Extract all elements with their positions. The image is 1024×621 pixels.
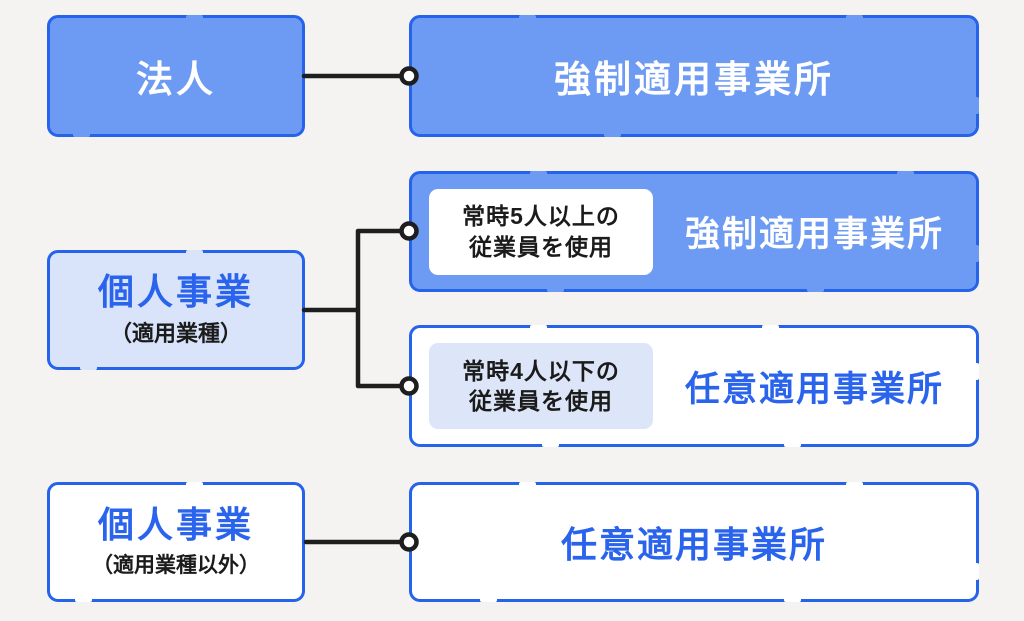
border-notch [974, 562, 979, 580]
border-notch [547, 287, 565, 292]
border-notch [846, 15, 864, 20]
border-notch [784, 597, 802, 602]
node-voluntary-mid-label: 任意適用事業所 [684, 369, 944, 409]
border-notch [80, 365, 98, 370]
condition-line: 従業員を使用 [469, 388, 613, 414]
node-sole-prop-covered: 個人事業 （適用業種） [47, 250, 305, 370]
border-notch [897, 171, 915, 176]
border-notch [806, 287, 824, 292]
border-notch [530, 325, 548, 330]
border-notch [846, 482, 864, 487]
border-notch [974, 96, 979, 114]
node-sole-prop-other-title: 個人事業 [97, 504, 254, 546]
condition-line: 従業員を使用 [469, 233, 613, 260]
condition-box-5-or-more: 常時5人以上の 従業員を使用 [429, 188, 653, 275]
node-mandatory-mid-label: 強制適用事業所 [684, 215, 944, 254]
edge-soleprop-branch [301, 228, 406, 389]
node-sole-prop-covered-subtitle: （適用業種） [109, 320, 242, 346]
border-notch [72, 132, 90, 137]
border-notch [761, 325, 779, 330]
border-notch [186, 15, 204, 20]
condition-line: 常時4人以下の [462, 357, 620, 384]
condition-line: 常時5人以上の [462, 203, 620, 230]
node-sole-prop-other-subtitle: （適用業種以外） [92, 553, 260, 577]
node-mandatory-top-label: 強制適用事業所 [554, 59, 834, 100]
border-notch [75, 597, 93, 602]
node-voluntary-bottom-label: 任意適用事業所 [560, 524, 827, 565]
border-notch [541, 442, 559, 447]
node-voluntary-bottom: 任意適用事業所 [409, 482, 979, 602]
border-notch [603, 132, 621, 137]
node-corporation-label: 法人 [136, 59, 216, 100]
border-notch [186, 482, 204, 487]
border-notch [974, 362, 979, 380]
condition-box-4-or-less: 常時4人以下の 従業員を使用 [429, 343, 653, 429]
border-notch [519, 482, 537, 487]
border-notch [974, 245, 979, 263]
node-sole-prop-other: 個人事業 （適用業種以外） [47, 482, 305, 602]
node-sole-prop-covered-title: 個人事業 [97, 271, 254, 313]
border-notch [479, 597, 497, 602]
node-mandatory-top: 強制適用事業所 [409, 15, 979, 137]
node-mandatory-mid: 常時5人以上の 従業員を使用 強制適用事業所 [409, 171, 979, 292]
border-notch [784, 442, 802, 447]
node-voluntary-mid: 常時4人以下の 従業員を使用 任意適用事業所 [409, 325, 979, 447]
border-notch [530, 171, 548, 176]
border-notch [186, 250, 204, 255]
border-notch [519, 15, 537, 20]
node-corporation: 法人 [47, 15, 305, 137]
